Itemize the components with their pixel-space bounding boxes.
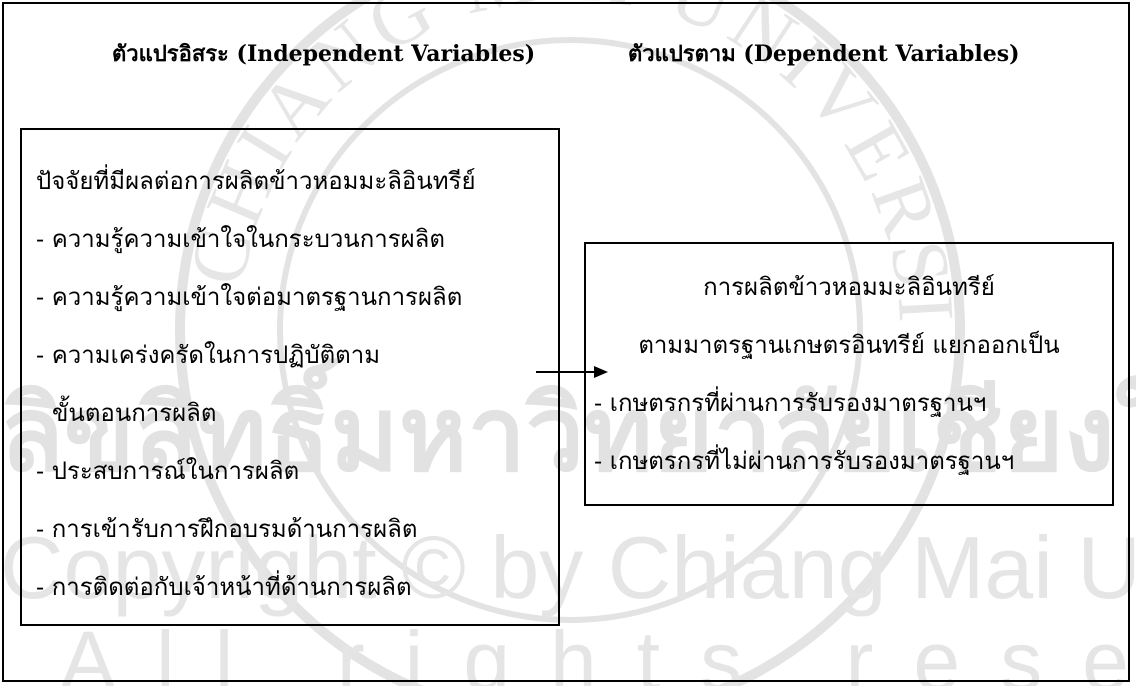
independent-item: - การเข้ารับการฝึกอบรมด้านการผลิต <box>36 515 418 543</box>
independent-item: - ความเคร่งครัดในการปฏิบัติตาม <box>36 341 381 369</box>
independent-item-continuation: ขั้นตอนการผลิต <box>52 399 217 427</box>
dependent-item: - เกษตรกรที่ไม่ผ่านการรับรองมาตรฐานฯ <box>594 447 1015 475</box>
dependent-box-title: การผลิตข้าวหอมมะลิอินทรีย์ <box>703 273 995 301</box>
arrow-icon <box>536 366 608 378</box>
independent-box-title: ปัจจัยที่มีผลต่อการผลิตข้าวหอมมะลิอินทรี… <box>36 167 476 195</box>
independent-variables-heading: ตัวแปรอิสระ (Independent Variables) <box>112 41 536 67</box>
independent-variables-box: ปัจจัยที่มีผลต่อการผลิตข้าวหอมมะลิอินทรี… <box>20 128 560 626</box>
independent-item: - ประสบการณ์ในการผลิต <box>36 457 300 485</box>
dependent-variables-box: การผลิตข้าวหอมมะลิอินทรีย์ ตามมาตรฐานเกษ… <box>584 242 1114 506</box>
independent-item: - การติดต่อกับเจ้าหน้าที่ด้านการผลิต <box>36 573 412 601</box>
independent-item: - ความรู้ความเข้าใจต่อมาตรฐานการผลิต <box>36 283 463 311</box>
dependent-variables-heading: ตัวแปรตาม (Dependent Variables) <box>628 41 1020 67</box>
dependent-item: - เกษตรกรที่ผ่านการรับรองมาตรฐานฯ <box>594 389 987 417</box>
independent-item: - ความรู้ความเข้าใจในกระบวนการผลิต <box>36 225 445 253</box>
dependent-box-subtitle: ตามมาตรฐานเกษตรอินทรีย์ แยกออกเป็น <box>638 331 1060 359</box>
